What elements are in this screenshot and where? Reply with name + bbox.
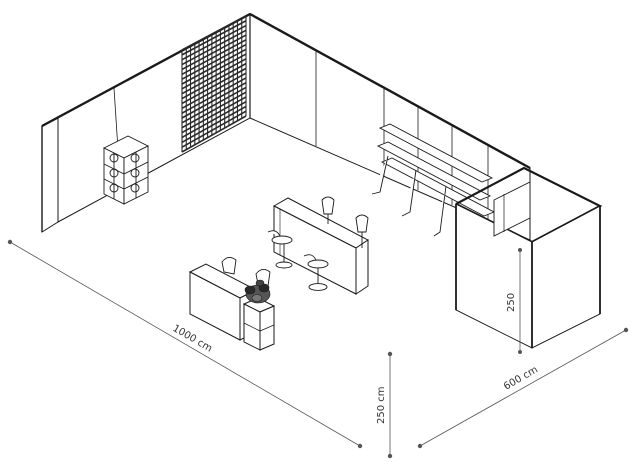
cube-shelf-left: [102, 135, 150, 205]
plant-pedestal: [242, 297, 276, 351]
slat-rail: [181, 91, 247, 129]
slat-rail: [181, 77, 247, 114]
slat-rail: [181, 24, 247, 61]
stool: [267, 230, 293, 269]
slat-rail: [181, 20, 247, 56]
slat-rail: [181, 72, 247, 109]
slatted-wall: [181, 15, 247, 153]
slat-rail: [181, 15, 247, 51]
slat-rail: [181, 96, 247, 134]
slat-rail: [181, 48, 247, 85]
length-dimension: [7, 239, 363, 449]
slat-rail: [181, 67, 247, 105]
height-dimension: [387, 351, 393, 459]
wall-shelves: [371, 123, 496, 237]
slat-rail: [181, 105, 247, 143]
room-height-label: 250: [506, 293, 517, 312]
room-height-dimension: [518, 247, 523, 354]
bar-stools: [267, 196, 369, 291]
slat-rail: [181, 81, 247, 119]
stool: [303, 254, 329, 291]
slat-rail: [181, 39, 247, 75]
slat-rail: [181, 58, 247, 95]
slat-rail: [181, 43, 247, 80]
slat-rail: [181, 110, 247, 148]
stool: [321, 196, 335, 224]
stool: [355, 214, 369, 248]
slat-rail: [181, 53, 247, 90]
high-table: [272, 197, 369, 295]
slat-rail: [181, 34, 247, 71]
plant-icon: [244, 279, 271, 304]
depth-label: 600 cm: [502, 364, 540, 392]
left-end-wall: [41, 117, 59, 233]
slat-rail: [181, 86, 247, 124]
height-label: 250 cm: [376, 386, 387, 424]
depth-dimension: [417, 327, 629, 449]
slat-rail: [181, 115, 247, 153]
slat-rail: [181, 101, 247, 139]
slat-rail: [181, 29, 247, 66]
length-label: 1000 cm: [171, 323, 214, 354]
storage-room: [455, 166, 603, 349]
slat-rail: [181, 62, 247, 100]
